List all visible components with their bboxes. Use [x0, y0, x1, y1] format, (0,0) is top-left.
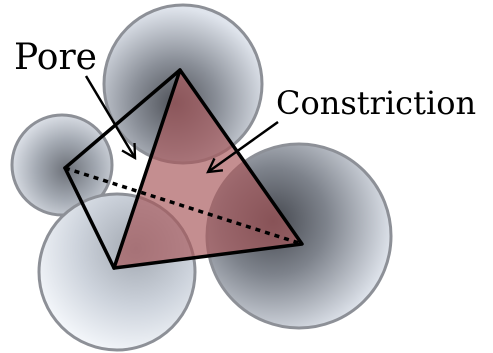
tetra-edge-apex-to-back — [63, 68, 182, 170]
tetra-edge-hidden-dashed — [64, 166, 303, 246]
pore-arrow — [84, 75, 137, 161]
constriction-annotation: Constriction — [206, 84, 476, 174]
tetrahedron-edges — [63, 68, 303, 270]
constriction-arrow — [206, 120, 279, 174]
pore-label: Pore — [14, 37, 97, 78]
constriction-label: Constriction — [276, 84, 476, 122]
tetra-edge-back-to-front — [63, 166, 116, 270]
pore-annotation: Pore — [14, 37, 137, 161]
